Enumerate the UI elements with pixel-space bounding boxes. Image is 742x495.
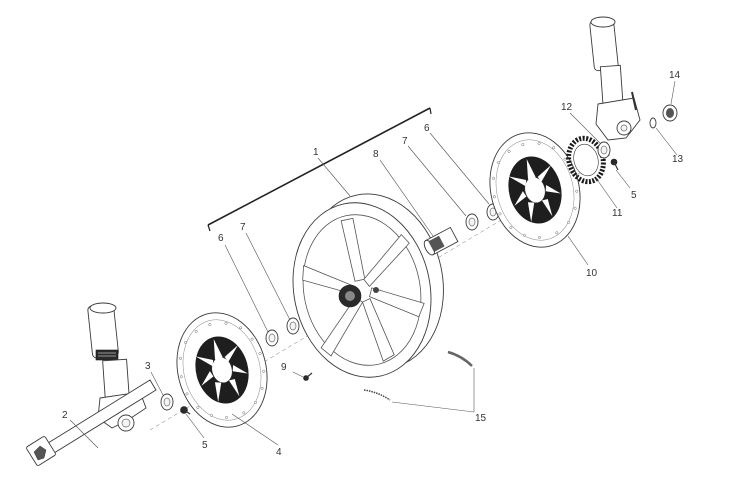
callout-10: 10 — [586, 268, 598, 279]
callout-6-right: 6 — [424, 123, 430, 134]
left-spacer — [160, 393, 174, 411]
assembly-bracket — [207, 107, 432, 232]
axle-nut — [662, 104, 678, 122]
callout-5-right: 5 — [631, 190, 637, 201]
valve-screw — [303, 372, 313, 381]
right-disc-screw — [610, 158, 619, 171]
callout-5-left: 5 — [202, 440, 208, 451]
leader-lines — [69, 80, 678, 449]
callout-labels: 1 2 3 4 5 5 6 6 7 7 8 9 10 11 12 13 14 1… — [62, 70, 684, 458]
callout-1: 1 — [313, 147, 319, 158]
callout-14: 14 — [669, 70, 681, 81]
axle-washer — [649, 117, 657, 129]
callout-8: 8 — [373, 149, 379, 160]
valve-stem-parts — [363, 350, 473, 401]
callout-4: 4 — [276, 447, 282, 458]
callout-9: 9 — [281, 362, 287, 373]
front-axle — [26, 379, 157, 466]
front-wheel-rim — [292, 193, 444, 378]
callout-2: 2 — [62, 410, 68, 421]
callout-15: 15 — [475, 413, 487, 424]
wheel-spacer-sleeve — [423, 226, 459, 256]
callout-12: 12 — [561, 102, 573, 113]
left-brake-disc — [176, 312, 268, 428]
left-seal — [265, 329, 279, 347]
right-brake-disc — [489, 132, 581, 248]
right-bearing — [465, 213, 479, 231]
left-disc-screw — [180, 406, 191, 415]
right-fork-leg — [589, 16, 641, 141]
callout-7-left: 7 — [240, 222, 246, 233]
callout-3: 3 — [145, 361, 151, 372]
left-bearing — [286, 317, 300, 335]
callout-6-left: 6 — [218, 233, 224, 244]
callout-7-right: 7 — [402, 136, 408, 147]
right-spacer — [597, 141, 611, 159]
callout-13: 13 — [672, 154, 684, 165]
callout-11: 11 — [612, 208, 623, 219]
